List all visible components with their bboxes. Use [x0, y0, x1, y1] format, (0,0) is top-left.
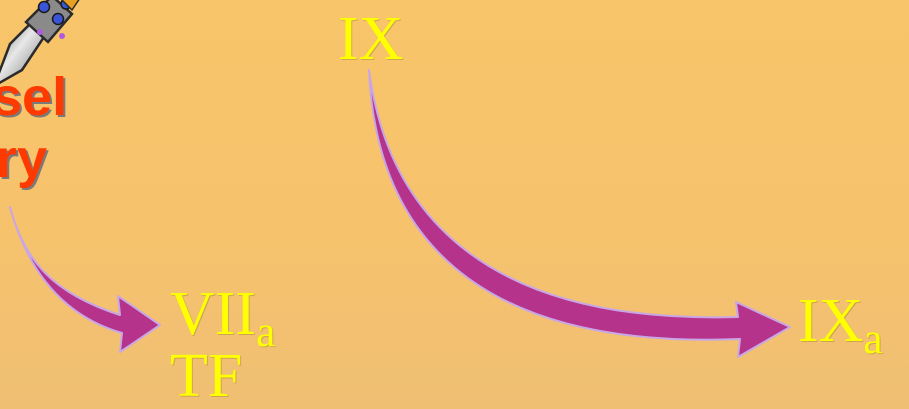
label-viia: VIIa: [170, 283, 275, 355]
label-viia-base: VII: [170, 280, 257, 348]
label-tf: TF: [170, 342, 243, 409]
surgical-tool-icon: [0, 0, 80, 85]
label-viia-sub: a: [256, 308, 276, 357]
text-fragment-sel: sel: [0, 67, 68, 127]
arrow-to-ixa: [368, 69, 791, 358]
label-ixa-base: IX: [798, 287, 864, 355]
label-ix: IX: [338, 5, 404, 73]
arrow-to-viia: [9, 206, 161, 353]
label-ixa-sub: a: [863, 315, 883, 364]
text-fragment-ry: ry: [0, 129, 48, 189]
label-ixa: IXa: [798, 290, 883, 362]
